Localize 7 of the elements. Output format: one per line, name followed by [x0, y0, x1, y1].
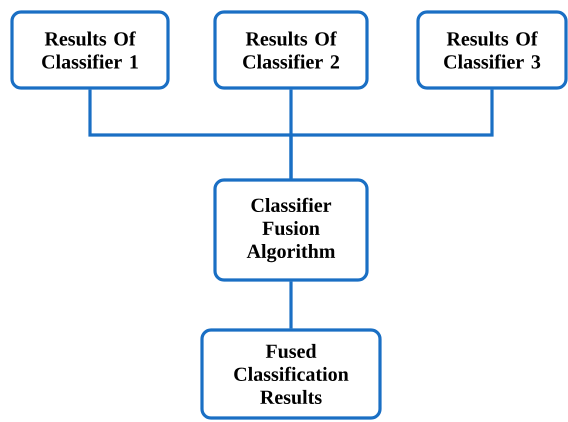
process-box: Results Of Classifier 2	[213, 10, 369, 90]
process-box: Fused Classification Results	[200, 328, 382, 420]
process-box: Results Of Classifier 1	[10, 10, 170, 90]
connector-line	[289, 90, 494, 178]
process-box: Results Of Classifier 3	[416, 10, 568, 90]
process-box: Classifier Fusion Algorithm	[213, 178, 369, 282]
connector-line	[289, 282, 293, 328]
